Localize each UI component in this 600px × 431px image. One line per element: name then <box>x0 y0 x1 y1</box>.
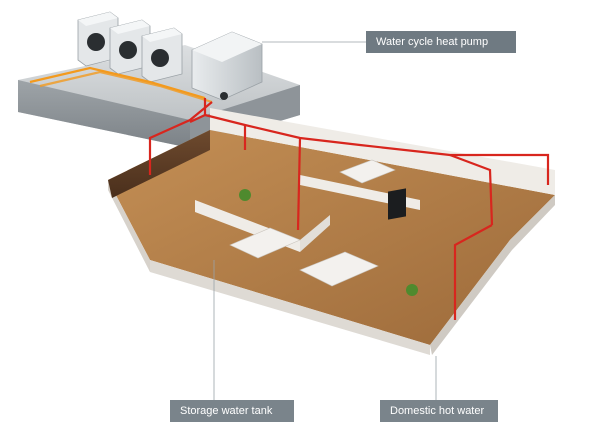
leader-lines <box>213 41 437 400</box>
floor-plan <box>108 108 555 355</box>
hot-water-pipes <box>148 101 550 320</box>
heat-pump-label: Water cycle heat pump <box>366 31 516 53</box>
roof-water-tank <box>191 31 263 101</box>
storage-tank-label: Storage water tank <box>170 400 294 422</box>
domestic-hot-water-label: Domestic hot water <box>380 400 498 422</box>
heat-pump-units <box>77 11 183 83</box>
